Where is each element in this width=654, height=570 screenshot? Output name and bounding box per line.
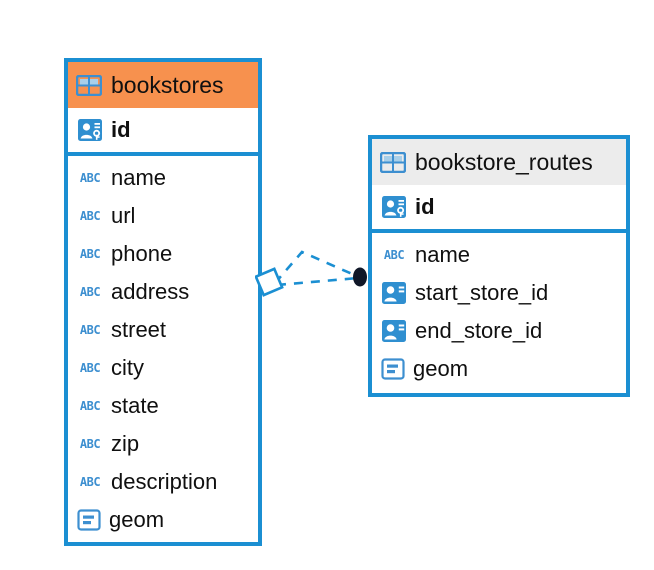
abc-text-icon: ABC: [79, 398, 101, 414]
entity-table-bookstores[interactable]: bookstores id ABC: [64, 58, 262, 546]
entity-title-bookstores: bookstores: [111, 71, 224, 98]
abc-text-icon: ABC: [79, 246, 101, 262]
field-row-geom[interactable]: geom: [68, 501, 258, 539]
field-label: address: [111, 279, 190, 304]
foreign-key-icon: [381, 281, 407, 305]
field-row-primary-key[interactable]: id: [68, 108, 258, 152]
entity-table-bookstore-routes[interactable]: bookstore_routes id: [368, 135, 630, 397]
relationship-line-arched: [274, 250, 360, 284]
field-row-zip[interactable]: ABC zip: [68, 425, 258, 463]
abc-text-icon: ABC: [79, 360, 101, 376]
field-label: city: [111, 355, 144, 380]
foreign-key-icon: [381, 319, 407, 343]
field-label: start_store_id: [415, 280, 549, 305]
field-row-phone[interactable]: ABC phone: [68, 235, 258, 273]
primary-key-divider: [372, 229, 626, 233]
field-label: description: [111, 469, 218, 494]
field-row-state[interactable]: ABC state: [68, 387, 258, 425]
field-row-description[interactable]: ABC description: [68, 463, 258, 501]
field-label: state: [111, 393, 159, 418]
field-row-primary-key[interactable]: id: [372, 185, 626, 229]
abc-text-icon: ABC: [79, 208, 101, 224]
field-row-url[interactable]: ABC url: [68, 197, 258, 235]
field-row-end-store-id[interactable]: end_store_id: [372, 312, 626, 350]
field-name-id: id: [111, 117, 131, 142]
abc-text-icon: ABC: [79, 474, 101, 490]
field-label: phone: [111, 241, 173, 266]
abc-text-icon: ABC: [79, 284, 101, 300]
entity-header-bookstore-routes[interactable]: bookstore_routes: [372, 139, 626, 185]
abc-text-icon: ABC: [79, 170, 101, 186]
field-row-name[interactable]: ABC name: [372, 236, 626, 274]
relationship-line-straight: [276, 276, 359, 287]
field-name-id: id: [415, 194, 435, 219]
field-label: zip: [111, 431, 140, 456]
abc-text-icon: ABC: [79, 436, 101, 452]
field-row-address[interactable]: ABC address: [68, 273, 258, 311]
field-label: street: [111, 317, 167, 342]
filled-circle-marker: [353, 267, 367, 287]
field-label: name: [111, 165, 167, 190]
diamond-outline-marker: [254, 267, 284, 297]
field-row-start-store-id[interactable]: start_store_id: [372, 274, 626, 312]
table-icon: [76, 74, 102, 96]
entity-title-bookstore-routes: bookstore_routes: [415, 148, 593, 175]
abc-text-icon: ABC: [383, 247, 405, 263]
field-label: geom: [109, 507, 165, 532]
field-row-city[interactable]: ABC city: [68, 349, 258, 387]
field-list-bookstores: ABC name ABC url ABC phone ABC ad: [68, 156, 258, 539]
field-list-bookstore-routes: ABC name start_store_id: [372, 233, 626, 388]
geometry-icon: [77, 508, 101, 532]
primary-key-icon: [381, 194, 407, 220]
field-label: end_store_id: [415, 318, 543, 343]
geometry-icon: [381, 357, 405, 381]
field-row-geom[interactable]: geom: [372, 350, 626, 388]
field-row-street[interactable]: ABC street: [68, 311, 258, 349]
entity-header-bookstores[interactable]: bookstores: [68, 62, 258, 108]
field-label: url: [111, 203, 136, 228]
field-label: name: [415, 242, 471, 267]
primary-key-icon: [77, 117, 103, 143]
relationship-connector[interactable]: [254, 235, 375, 315]
primary-key-divider: [68, 152, 258, 156]
abc-text-icon: ABC: [79, 322, 101, 338]
table-icon: [380, 151, 406, 173]
field-label: geom: [413, 356, 469, 381]
field-row-name[interactable]: ABC name: [68, 159, 258, 197]
